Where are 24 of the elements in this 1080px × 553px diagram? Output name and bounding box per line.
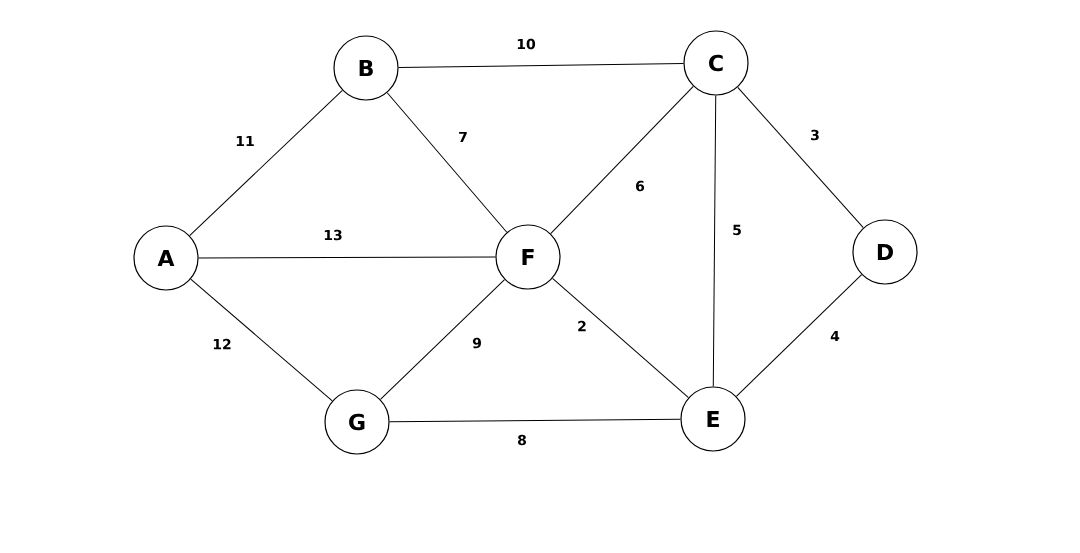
edge-line <box>189 89 343 237</box>
edge-line <box>198 256 496 259</box>
weight-label: 3 <box>811 129 819 141</box>
weight-label: 6 <box>636 180 645 192</box>
edge-line <box>552 278 689 399</box>
edge-line <box>712 95 717 387</box>
edge-line <box>737 86 864 229</box>
weight-label: 5 <box>733 224 741 236</box>
weight-label: 2 <box>578 320 586 332</box>
weight-label: 4 <box>830 330 840 342</box>
weight-label: 9 <box>472 337 481 349</box>
weight-label: 12 <box>213 338 231 350</box>
edge-line <box>190 278 333 402</box>
weight-label: 8 <box>518 434 526 446</box>
weight-label: 10 <box>517 38 536 50</box>
edge-line <box>550 85 694 235</box>
edge-line <box>389 418 681 423</box>
weight-label: 11 <box>236 135 254 147</box>
edge-line <box>386 92 508 233</box>
edge-line <box>379 279 506 400</box>
weight-label: 13 <box>324 229 342 241</box>
edge-line <box>398 62 684 69</box>
edge-line <box>735 274 863 397</box>
weight-label: 7 <box>459 131 467 143</box>
